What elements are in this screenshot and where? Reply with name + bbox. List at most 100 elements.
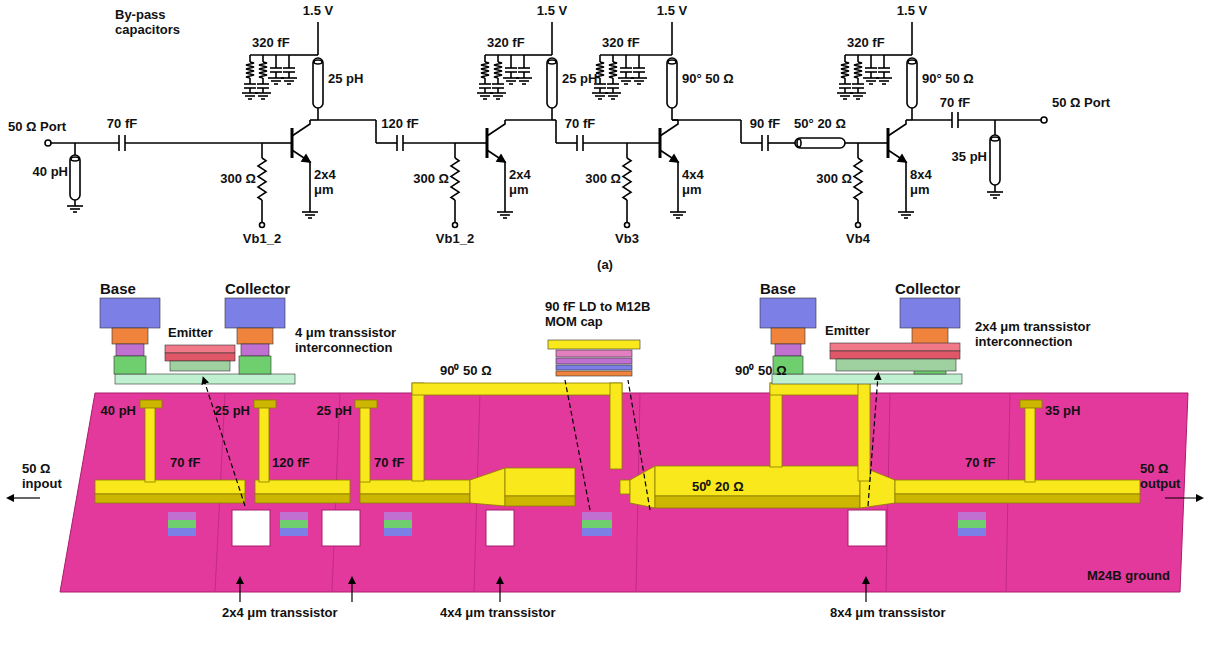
text-label: 70 fF — [107, 117, 137, 132]
wire — [994, 120, 996, 135]
port-terminal — [1041, 117, 1047, 123]
wire — [485, 54, 524, 56]
text-label: 1.5 V — [303, 4, 333, 19]
wire — [608, 95, 618, 97]
wire — [74, 143, 76, 155]
wire — [523, 72, 525, 78]
transistor-symbol — [292, 150, 310, 212]
bias-terminal — [625, 223, 630, 228]
wire — [497, 55, 499, 62]
text-label: 2x4 μm — [509, 168, 543, 198]
wire — [637, 83, 641, 85]
wire — [503, 217, 507, 219]
text-label: 35 pH — [952, 150, 987, 165]
wire — [612, 78, 614, 84]
wire — [625, 72, 627, 78]
text-label: (a) — [597, 258, 613, 273]
text-label: 4x4 μm transsistor — [440, 606, 556, 621]
resistor-symbol — [246, 62, 254, 78]
wire — [856, 98, 860, 100]
wire — [262, 78, 264, 84]
resistor-symbol — [854, 158, 862, 200]
transistor-inset-right — [760, 298, 962, 384]
wire — [284, 80, 294, 82]
wire — [852, 83, 864, 85]
wire — [249, 78, 251, 84]
plane-label: M24B ground — [1087, 569, 1170, 584]
transmission-line — [314, 60, 322, 64]
text-label: Emitter — [825, 324, 870, 339]
text-label: By-pass capacitors — [115, 8, 195, 38]
wire — [288, 55, 290, 68]
wire — [289, 54, 318, 56]
wire — [454, 200, 456, 222]
wire — [479, 83, 491, 85]
wire — [262, 142, 292, 144]
transistor-symbol — [888, 120, 906, 136]
wire — [870, 55, 872, 68]
transistor-symbol — [670, 155, 678, 162]
resistor-symbol — [609, 62, 617, 78]
text-label: 2x4 μm transsistor interconnection — [975, 320, 1105, 350]
wire — [624, 83, 628, 85]
text-label: 70 fF — [965, 456, 995, 471]
wire — [843, 98, 847, 100]
leader-lines — [10, 376, 1200, 602]
text-label: 25 pH — [562, 72, 597, 87]
wire — [599, 78, 601, 84]
wire — [275, 72, 277, 78]
wire — [403, 142, 455, 144]
wire — [281, 77, 297, 79]
wire — [740, 120, 742, 143]
text-label: 25 pH — [317, 404, 352, 419]
wire — [993, 197, 997, 199]
wire — [484, 55, 486, 62]
wire — [595, 95, 605, 97]
wire — [524, 54, 552, 56]
text-label: 4x4 μm — [682, 168, 716, 198]
text-label: 90 fF LD to M12B MOM cap — [545, 300, 685, 330]
wire — [556, 142, 577, 144]
wire — [51, 142, 119, 144]
wire — [74, 200, 76, 206]
wire — [671, 108, 673, 120]
wire — [244, 83, 256, 85]
wire — [490, 92, 506, 94]
text-label: 40 pH — [33, 165, 68, 180]
transistor-symbol — [487, 120, 505, 136]
resistor-symbol — [258, 158, 266, 200]
wire — [634, 80, 644, 82]
wire — [522, 83, 526, 85]
transistor-symbol — [497, 155, 505, 162]
wire — [516, 77, 532, 79]
wire — [510, 55, 512, 68]
wire — [376, 142, 397, 144]
text-label: 8x4 μm transsistor — [830, 606, 946, 621]
wire — [994, 185, 996, 192]
text-label: Vb4 — [846, 232, 870, 247]
wire — [904, 217, 908, 219]
wire — [523, 55, 525, 68]
text-label: 120 fF — [381, 117, 419, 132]
resistor-symbol — [623, 158, 631, 200]
text-label: 90° 50 Ω — [922, 72, 974, 87]
transistor-inset-left — [100, 298, 295, 384]
text-label: Emitter — [168, 326, 213, 341]
wire — [857, 78, 859, 84]
wire — [255, 92, 271, 94]
text-label: 1.5 V — [537, 4, 567, 19]
text-label: 25 pH — [328, 72, 363, 87]
wire — [626, 143, 628, 158]
wire — [262, 55, 264, 62]
layout-view — [10, 298, 1200, 602]
wire — [633, 67, 645, 69]
text-label: Vb1_2 — [243, 232, 281, 247]
wire — [607, 83, 619, 85]
wire — [866, 80, 876, 82]
resistor-symbol — [259, 62, 267, 78]
wire — [510, 72, 512, 78]
wire — [612, 55, 614, 62]
text-label: 70 fF — [170, 456, 200, 471]
wire — [845, 142, 858, 144]
